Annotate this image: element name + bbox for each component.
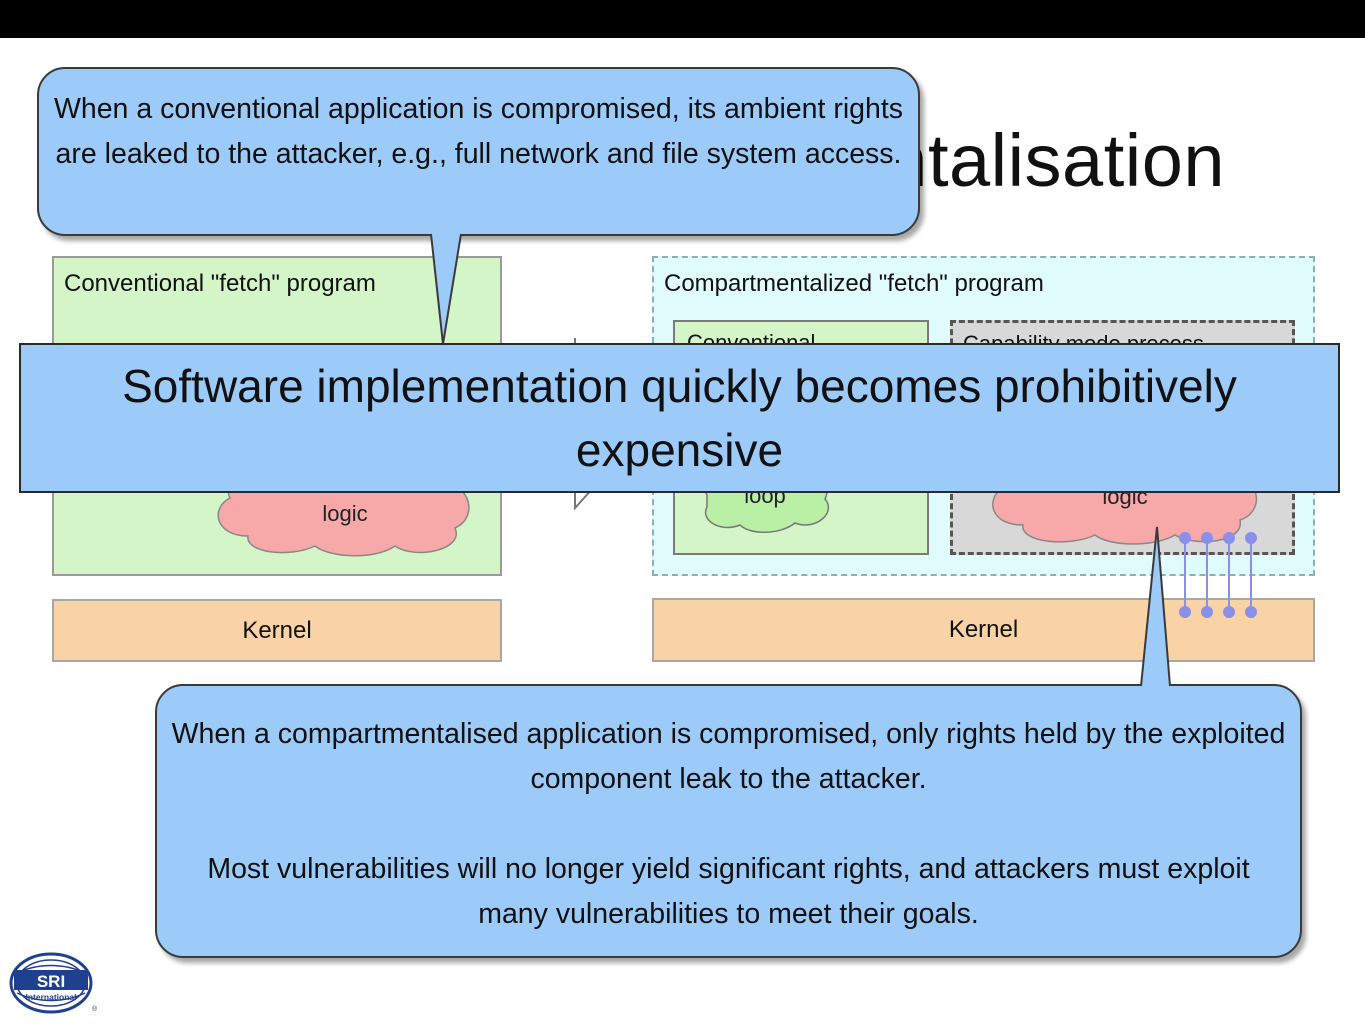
capability-connectors [1179,532,1257,618]
conventional-program-label: Conventional "fetch" program [64,270,376,297]
expense-banner-text: Software implementation quickly becomes … [122,360,1237,476]
sri-logo-main-text: SRI [37,972,65,991]
callout-conventional: When a conventional application is compr… [37,67,920,236]
sri-logo: SRI International ® [9,952,98,1014]
compartmentalized-program-label: Compartmentalized "fetch" program [664,270,1044,297]
callout-conventional-tail [430,232,462,345]
callout-compartmentalised-tail [1140,525,1171,688]
expense-banner: Software implementation quickly becomes … [19,343,1340,493]
kernel-left: Kernel [52,599,502,662]
svg-text:®: ® [92,1005,98,1013]
sri-logo-sub-text: International [25,992,76,1002]
callout-compartmentalised-text-2: Most vulnerabilities will no longer yiel… [207,853,1250,930]
callout-compartmentalised-text-1: When a compartmentalised application is … [171,718,1286,795]
top-black-bar [0,0,1365,38]
callout-compartmentalised: When a compartmentalised application is … [155,684,1302,958]
callout-conventional-text: When a conventional application is compr… [53,93,904,170]
logic-cloud-left-label: logic [322,501,368,526]
